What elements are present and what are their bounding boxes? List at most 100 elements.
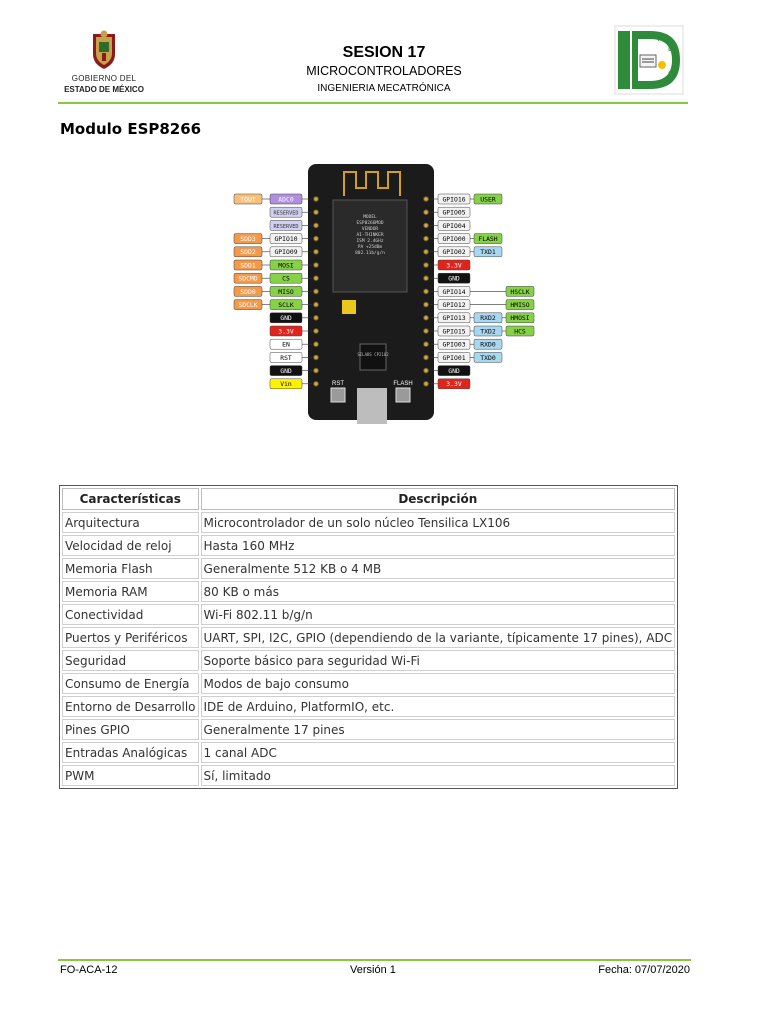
right-pin-label-box [437, 365, 471, 376]
left-pin-label-box [269, 220, 303, 231]
header-pin [313, 381, 319, 387]
characteristic-cell: Entorno de Desarrollo [62, 696, 199, 717]
left-pin-label-box [269, 206, 303, 218]
right-pin-function: USER [480, 195, 496, 203]
document-header: SESION 17 MICROCONTROLADORES INGENIERIA … [230, 44, 538, 96]
left-pin-function: TOUT [240, 195, 256, 203]
left-pin-label: Vin [280, 380, 292, 388]
right-pin-label: GPIO14 [442, 288, 465, 296]
left-pin-label-box [269, 378, 303, 390]
header-pin [313, 315, 319, 321]
right-pin-function: TXD1 [480, 248, 496, 256]
section-heading: Modulo ESP8266 [60, 120, 202, 138]
characteristic-cell: Arquitectura [62, 512, 199, 533]
description-cell: Hasta 160 MHz [200, 535, 676, 556]
header-pin [313, 301, 319, 308]
cp2102-chip [359, 343, 387, 371]
right-pin-function-box [473, 233, 503, 244]
left-pin-label: GPIO09 [274, 248, 297, 256]
right-pin-function-box [505, 312, 535, 324]
module-text-line: VENDOR [362, 226, 379, 232]
header-pin [313, 275, 319, 281]
module-shield [332, 199, 408, 293]
header-description: Descripción [200, 488, 676, 510]
specifications-table: Características Descripción Arquitectura… [59, 485, 679, 789]
left-pin-function-box [233, 246, 263, 258]
characteristic-cell: Seguridad [62, 650, 199, 671]
header-pin [313, 209, 319, 216]
description-cell: 1 canal ADC [200, 742, 676, 763]
right-pin-label: GPIO02 [442, 248, 465, 256]
logo-text-line1: GOBIERNO DEL [71, 74, 137, 83]
institution-logo: T E S I [614, 25, 684, 95]
right-pin-function: TXD0 [480, 354, 496, 362]
left-pin-label: ADC0 [278, 195, 294, 203]
characteristic-cell: Memoria Flash [62, 558, 199, 579]
left-pin-label: MISO [278, 288, 294, 296]
module-text-line: AI-THINKER [356, 232, 383, 238]
left-pin-function: SDD1 [240, 261, 256, 269]
header-pin [423, 275, 429, 281]
regulator [342, 300, 356, 314]
left-pin-label: GND [280, 314, 292, 322]
right-pin-function-box [473, 338, 503, 350]
right-pin-label: GND [448, 367, 460, 375]
session-title: SESION 17 [342, 44, 426, 61]
right-pin-label: 3.3V [446, 380, 462, 388]
program-name: INGENIERIA MECATRÓNICA [317, 83, 451, 94]
right-pin-function: RXD2 [480, 314, 496, 322]
characteristic-cell: PWM [62, 765, 199, 786]
description-cell: Soporte básico para seguridad Wi-Fi [200, 650, 676, 671]
logo-text-line2: ESTADO DE MÉXICO [64, 85, 144, 94]
characteristic-cell: Entradas Analógicas [62, 742, 199, 763]
left-pin-label: RST [280, 354, 292, 362]
header-pin [313, 341, 319, 347]
left-pin-function: SDD2 [240, 248, 256, 256]
module-text-line: PA +25dBm [358, 244, 383, 250]
characteristic-cell: Consumo de Energía [62, 673, 199, 694]
right-pin-label: GND [448, 275, 460, 283]
right-pin-label-box [437, 206, 471, 218]
header-pin [423, 196, 429, 202]
right-pin-function-box [473, 246, 503, 258]
right-pin-function: FLASH [478, 235, 497, 243]
header-pin [423, 288, 429, 295]
right-pin-label: GPIO16 [442, 195, 465, 203]
description-cell: Generalmente 512 KB o 4 MB [200, 558, 676, 579]
description-cell: Wi-Fi 802.11 b/g/n [200, 604, 676, 625]
right-pin-label-box [437, 378, 471, 390]
header-pin [313, 196, 319, 202]
flash-label: FLASH [393, 381, 412, 387]
header-pin [423, 381, 429, 387]
characteristic-cell: Conectividad [62, 604, 199, 625]
right-pin-function-box [505, 325, 535, 337]
tesi-letter-e: E [668, 44, 673, 53]
header-pin [313, 222, 319, 229]
description-cell: IDE de Arduino, PlatformIO, etc. [200, 696, 676, 717]
state-coat-of-arms-icon [93, 30, 115, 69]
tesi-letter-t: T [656, 34, 661, 43]
right-pin-function: HMOSI [510, 314, 529, 322]
course-name: MICROCONTROLADORES [306, 64, 462, 78]
flash-button [395, 387, 411, 403]
right-pin-label-box [437, 259, 471, 271]
right-pin-label: GPIO13 [442, 314, 465, 322]
right-pin-label: GPIO04 [442, 222, 465, 230]
left-pin-function-box [233, 286, 263, 297]
rst-label: RST [332, 381, 344, 387]
right-pin-label: GPIO12 [442, 301, 465, 309]
module-text-line: ISM 2.4GHz [356, 238, 383, 244]
right-pin-label: GPIO00 [442, 235, 465, 243]
header-pin [423, 301, 429, 308]
tesi-logo-icon: T E S I [614, 25, 684, 95]
description-cell: Generalmente 17 pines [200, 719, 676, 740]
header-pin [423, 222, 429, 229]
header-pin [423, 235, 429, 242]
